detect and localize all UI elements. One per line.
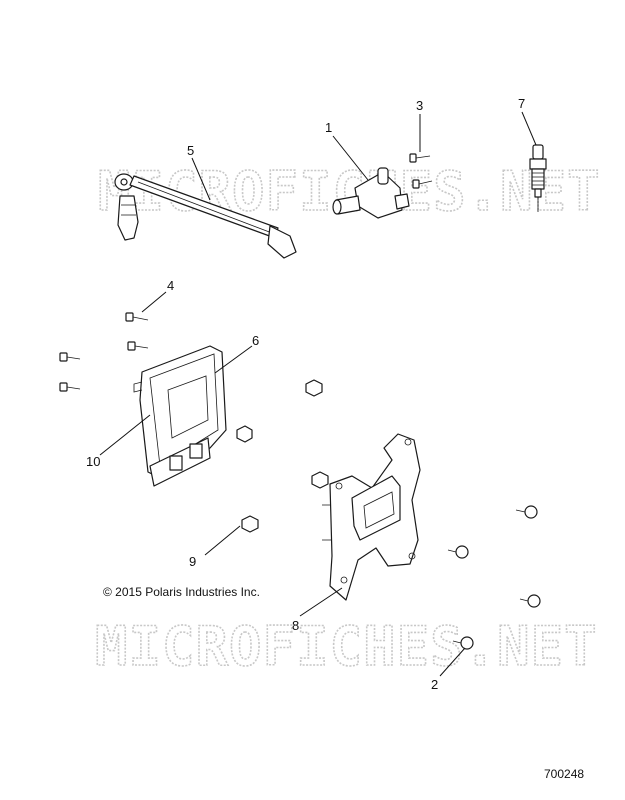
ecu-bolt-part — [59, 312, 149, 392]
leader-9 — [204, 525, 241, 556]
mounting-bracket-part — [322, 433, 421, 601]
leader-5 — [191, 157, 211, 201]
ignition-cable-part — [114, 173, 297, 259]
copyright-text: © 2015 Polaris Industries Inc. — [103, 585, 260, 599]
callout-3: 3 — [416, 98, 423, 113]
callout-2: 2 — [431, 677, 438, 692]
watermark-top: MICROFICHES.NET — [98, 160, 601, 223]
watermark-bottom: MICROFICHES.NET — [95, 615, 598, 678]
diagram-number: 700248 — [544, 767, 585, 781]
leader-7 — [521, 111, 537, 146]
ignition-coil-part — [332, 167, 410, 219]
callout-8: 8 — [292, 618, 299, 633]
callout-1: 1 — [325, 120, 332, 135]
coil-screw-part — [409, 153, 433, 189]
ecu-module-part — [133, 345, 227, 487]
spark-plug-part — [529, 144, 547, 212]
leader-1 — [332, 135, 369, 181]
callout-5: 5 — [187, 143, 194, 158]
callout-9: 9 — [189, 554, 196, 569]
callout-10: 10 — [86, 454, 100, 469]
callout-7: 7 — [518, 96, 525, 111]
callout-4: 4 — [167, 278, 174, 293]
leader-8 — [299, 587, 343, 617]
bracket-screw-part — [447, 505, 541, 650]
leader-4 — [141, 291, 167, 313]
leader-2 — [439, 647, 466, 677]
nut-part — [236, 379, 329, 533]
callout-6: 6 — [252, 333, 259, 348]
leader-6 — [214, 345, 253, 374]
leader-10 — [99, 414, 151, 456]
